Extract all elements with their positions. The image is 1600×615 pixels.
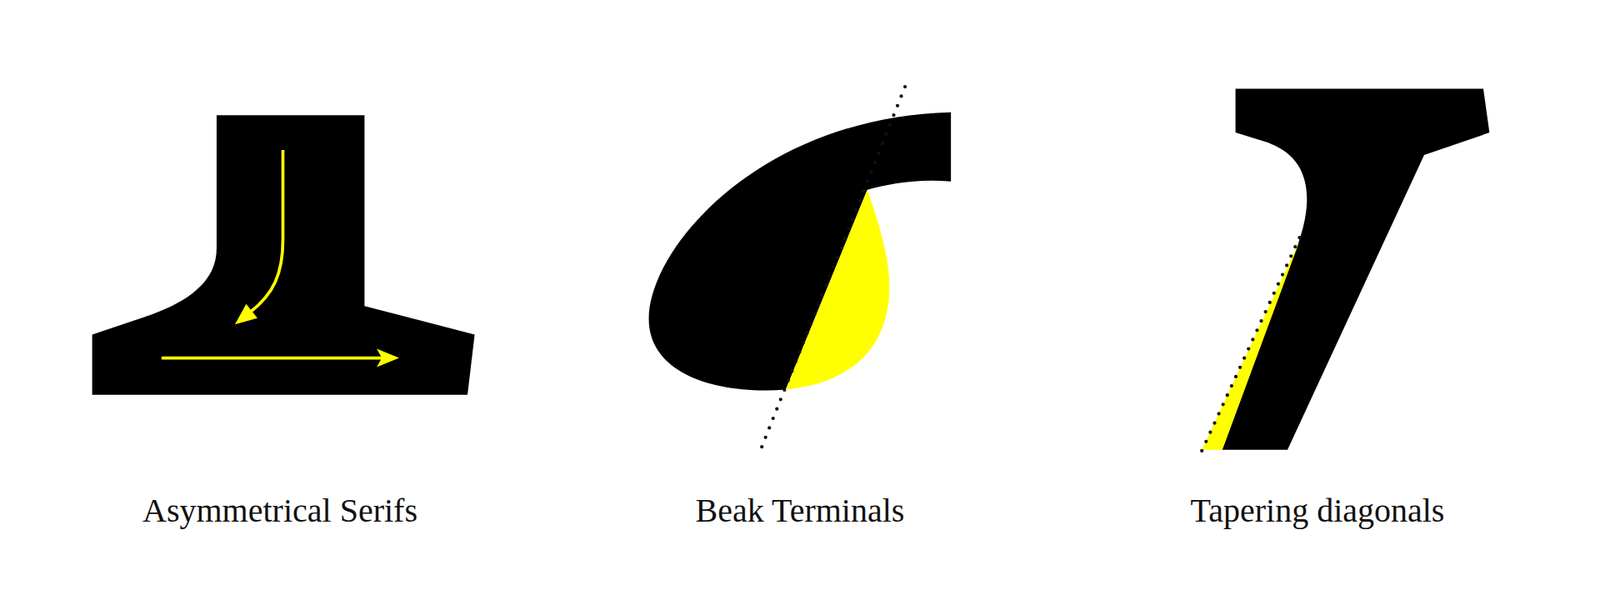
caption-label: Beak Terminals xyxy=(695,490,905,530)
stroke-arrow xyxy=(250,150,283,313)
serif-glyph xyxy=(92,115,475,395)
stroke-arrow xyxy=(161,356,384,360)
guide-dots xyxy=(760,86,905,451)
tapering-glyph xyxy=(1222,88,1490,450)
beak-glyph xyxy=(649,112,952,391)
taper-highlight xyxy=(1201,240,1300,450)
beak-highlight xyxy=(785,190,890,390)
guide-dots xyxy=(1201,232,1302,451)
caption-label: Tapering diagonals xyxy=(1190,490,1445,530)
arrow-head xyxy=(376,349,400,368)
caption-label: Asymmetrical Serifs xyxy=(142,490,418,530)
arrow-head xyxy=(235,304,258,325)
